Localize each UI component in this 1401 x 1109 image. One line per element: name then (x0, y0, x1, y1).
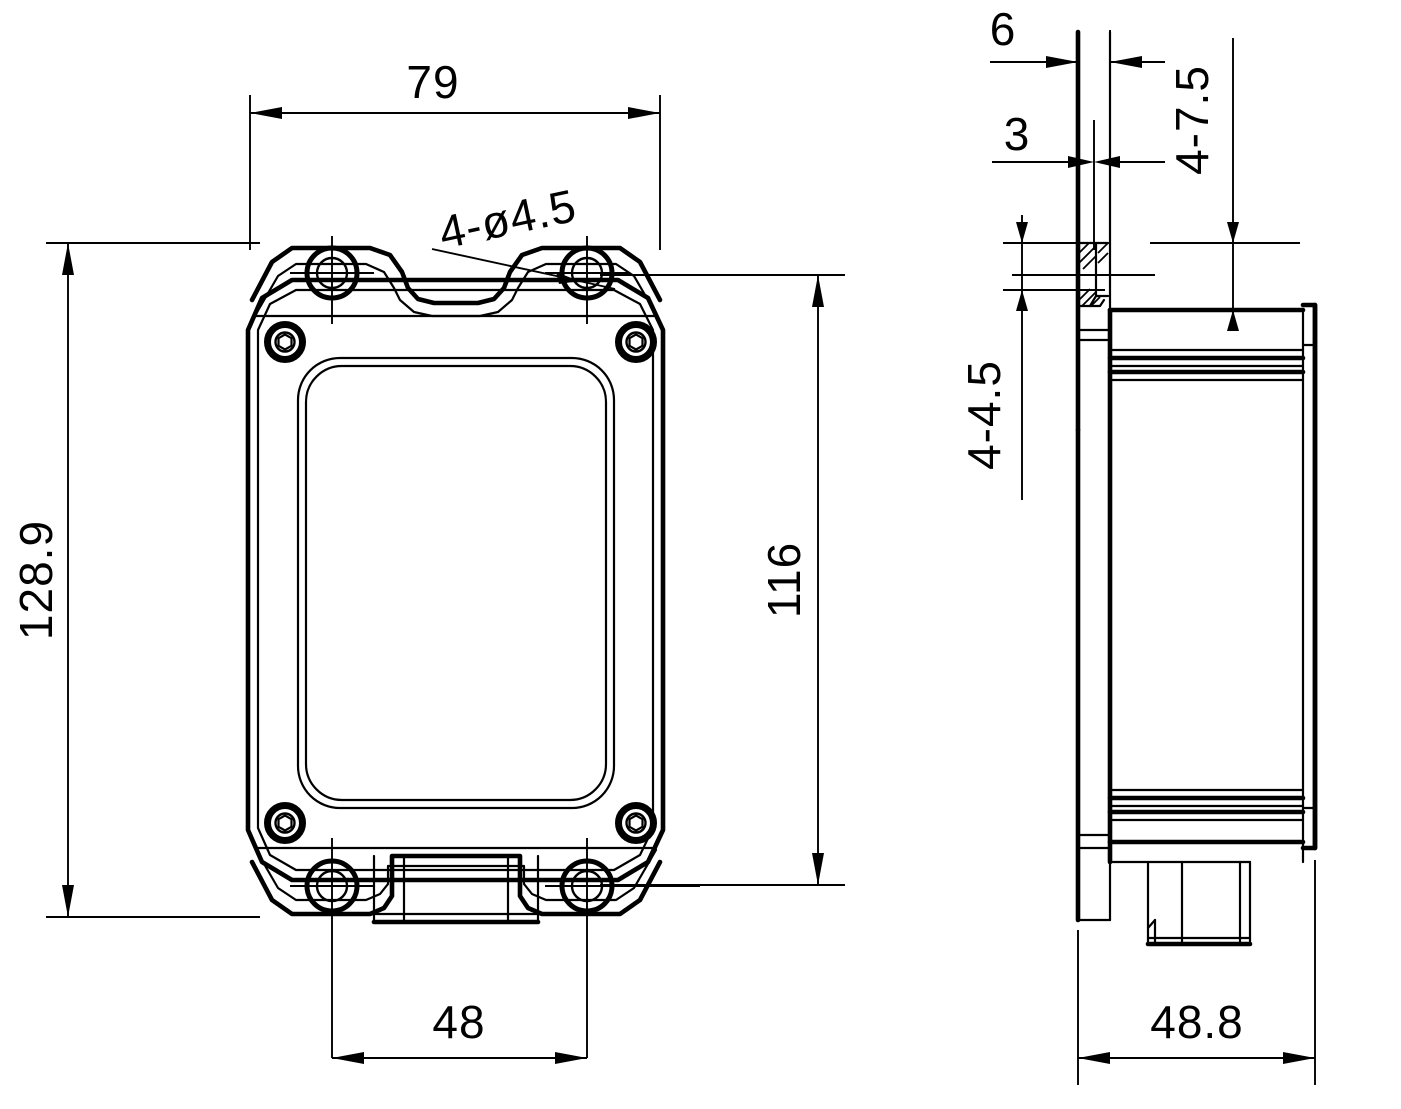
dim-depth-48-8-text: 48.8 (1150, 996, 1244, 1048)
dim-width-48 (332, 1052, 587, 1064)
side-right-flange (1300, 302, 1318, 851)
front-connector-block (371, 854, 541, 925)
front-hole-centerlines (290, 236, 700, 1058)
dim-height-128-9-text: 128.9 (10, 520, 62, 640)
dim-width-79-text: 79 (406, 56, 459, 108)
side-body (1107, 307, 1306, 865)
dim-width-79 (249, 95, 661, 250)
dim-height-128-9 (46, 242, 260, 918)
dim-step-3 (992, 120, 1165, 250)
hex-screw-icon (615, 321, 657, 363)
dim-flange-6 (990, 30, 1165, 250)
dim-height-116-text: 116 (758, 542, 810, 618)
hex-screw-icon (264, 321, 306, 363)
dim-hole-depth-4-5 (1003, 215, 1105, 500)
front-view: 4-ø4.5 79 128.9 (10, 56, 845, 1064)
side-connector (1145, 860, 1253, 947)
front-bottom-flange (249, 846, 663, 917)
dim-boss-7-5 (1150, 38, 1300, 331)
dim-hole-depth-4-5-text: 4-4.5 (958, 360, 1010, 470)
front-mounting-holes (304, 245, 615, 914)
front-corner-screws (264, 321, 657, 844)
hole-callout-leader (431, 248, 616, 290)
dim-width-48-text: 48 (432, 996, 485, 1048)
side-view: 6 3 4-7.5 (958, 3, 1318, 1085)
front-faceplate (296, 356, 616, 810)
dim-height-116 (600, 274, 845, 886)
dim-flange-6-text: 6 (990, 3, 1017, 55)
hex-screw-icon (264, 802, 306, 844)
dim-step-3-text: 3 (1004, 108, 1031, 160)
dim-boss-7-5-text: 4-7.5 (1166, 65, 1218, 175)
dim-depth-48-8 (1077, 860, 1316, 1085)
hex-screw-icon (615, 802, 657, 844)
